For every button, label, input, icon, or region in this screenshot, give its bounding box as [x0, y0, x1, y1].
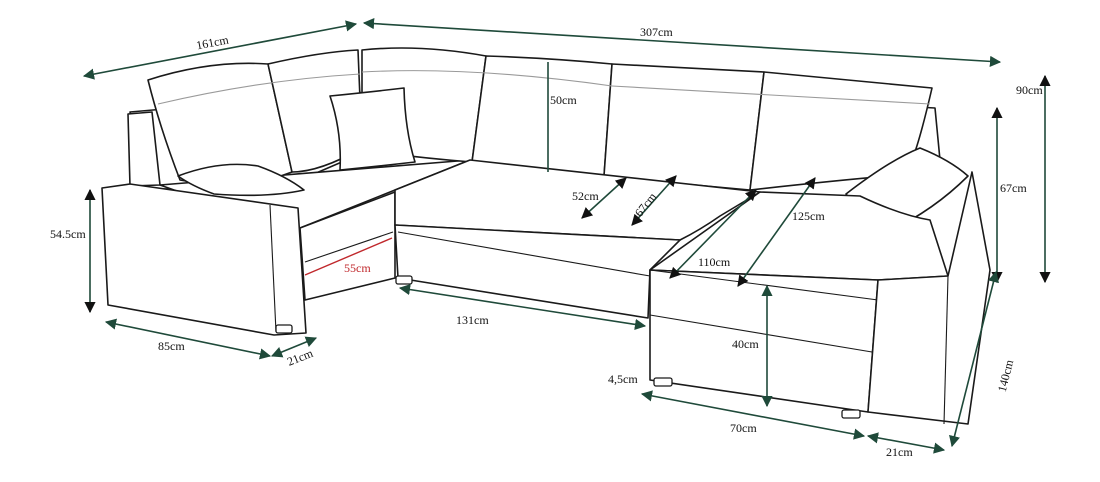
dim-left-depth-line	[104, 318, 272, 360]
dim-right-side-line	[949, 270, 999, 448]
label-seat-width-left: 55cm	[344, 261, 371, 275]
throw-pillow-left	[329, 87, 416, 171]
dim-chaise-length-line	[737, 177, 816, 287]
label-right-arm-width: 21cm	[886, 445, 913, 459]
label-armrest-height: 54.5cm	[50, 227, 86, 241]
dim-chaise-depth-line	[640, 390, 866, 440]
dim-left-arm-line	[270, 336, 318, 358]
dim-right-arm-line	[866, 432, 946, 454]
label-chaise-depth: 70cm	[730, 421, 757, 435]
sofa-drawing	[101, 47, 991, 425]
foot-chaise-2	[841, 409, 861, 419]
foot-chaise-1	[653, 377, 673, 387]
label-right-side: 140cm	[995, 358, 1017, 394]
dim-front-width-line	[398, 284, 647, 330]
left-seat-base	[299, 191, 396, 301]
dimension-labels: 161cm 307cm 90cm 50cm 67cm 54.5cm 55cm 5…	[50, 25, 1043, 459]
label-back-height: 50cm	[550, 93, 577, 107]
label-chaise-width: 110cm	[698, 255, 731, 269]
dim-left-width-line	[82, 20, 358, 80]
dim-seat-depth-a-line	[581, 177, 627, 219]
label-seat-height: 40cm	[732, 337, 759, 351]
left-armrest	[101, 183, 307, 336]
label-chaise-length: 125cm	[792, 209, 825, 223]
foot-left-1	[275, 324, 293, 334]
foot-left-2	[395, 275, 413, 285]
label-total-height: 90cm	[1016, 83, 1043, 97]
label-front-width: 131cm	[456, 313, 489, 327]
label-left-width: 161cm	[195, 32, 230, 52]
back-cushion-5	[603, 63, 765, 191]
chaise-base	[649, 269, 879, 413]
back-cushion-4	[471, 55, 613, 177]
label-seat-depth-a: 52cm	[572, 189, 599, 203]
dimension-lines	[82, 18, 1051, 454]
dim-seat-depth-b-line	[631, 175, 677, 226]
dim-total-width-line	[362, 18, 1002, 67]
dim-seat-width-left-line	[304, 237, 393, 276]
label-leg-height: 4,5cm	[608, 372, 638, 386]
label-left-depth: 85cm	[158, 339, 185, 353]
label-right-depth: 67cm	[1000, 181, 1027, 195]
throw-pillow-lying	[177, 163, 305, 197]
label-total-width: 307cm	[640, 25, 673, 39]
